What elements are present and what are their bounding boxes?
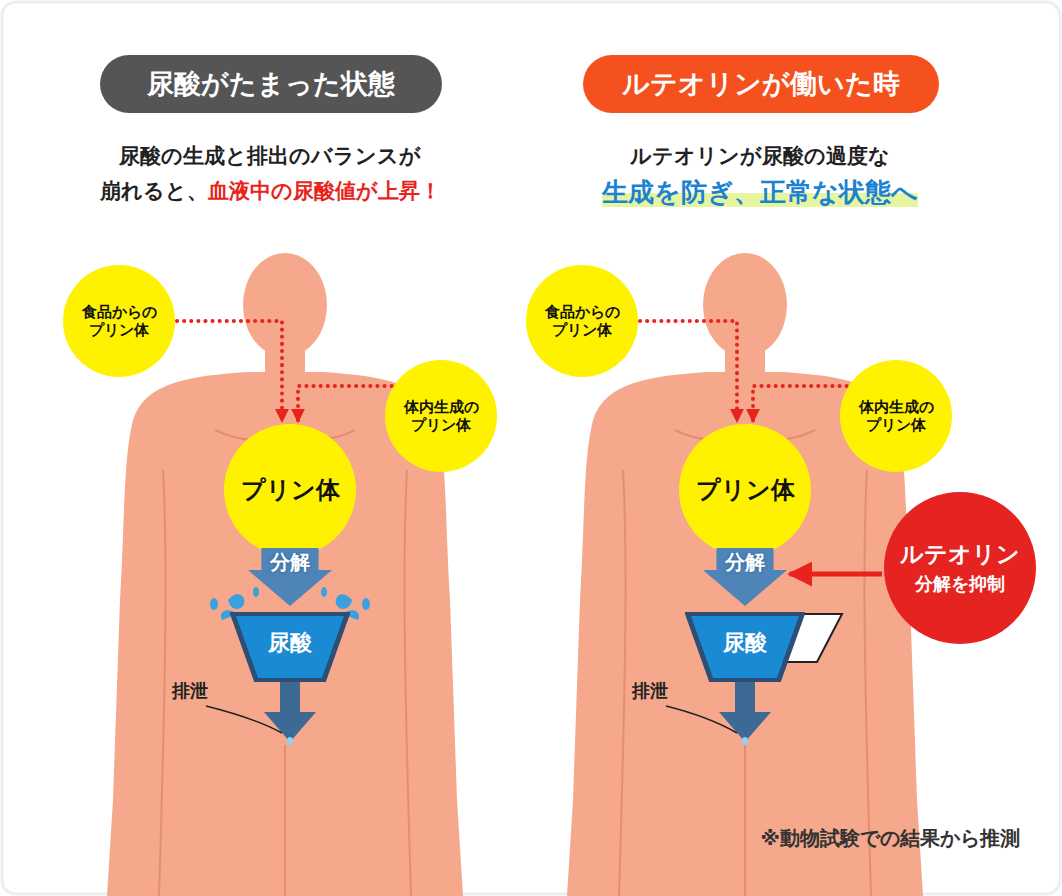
inhibit-arrow: [790, 572, 882, 577]
node-title: ルテオリンが働いた時: [622, 68, 900, 100]
drop: [742, 737, 748, 745]
dotted-arrow: [298, 386, 392, 422]
node-title: 食品からの プリン体: [79, 303, 159, 339]
text-line: 尿酸の生成と排出のバランスが: [60, 143, 480, 169]
node-title: 分解: [725, 550, 765, 574]
node-title: 分解: [270, 550, 310, 574]
text-line: 排泄: [632, 680, 692, 703]
source-circle: 食品からの プリン体: [63, 265, 175, 377]
node-title: 尿酸: [723, 630, 767, 656]
text-line: ルテオリンが尿酸の過度な: [540, 143, 980, 169]
header-pill: 尿酸がたまった状態: [100, 55, 442, 113]
source-circle: 食品からの プリン体: [526, 265, 638, 377]
uric-acid-funnel: 尿酸: [230, 612, 350, 682]
node-title: 尿酸がたまった状態: [147, 68, 395, 100]
text-line: 排泄: [172, 680, 232, 703]
uric-acid-funnel: 尿酸: [685, 612, 805, 682]
leader-line: [206, 706, 282, 733]
label: ルテオリンが尿酸の過度な: [630, 144, 890, 168]
text-line: 生成を防ぎ、正常な状態へ: [520, 176, 1000, 209]
source-circle: 体内生成の プリン体: [840, 360, 952, 472]
luteolin-circle: ルテオリン分解を抑制: [884, 492, 1036, 644]
label: 排泄: [632, 680, 668, 701]
node-title: 食品からの プリン体: [542, 303, 622, 339]
caption: ※動物試験での結果から推測: [600, 826, 1020, 851]
node-title: 尿酸: [268, 630, 312, 656]
node-title: 体内生成の プリン体: [401, 398, 481, 434]
purine-circle: プリン体: [224, 424, 356, 556]
drop: [287, 737, 293, 745]
node-body: 分解を抑制: [915, 573, 1005, 595]
label: 崩れると、: [100, 179, 208, 203]
label: 尿酸の生成と排出のバランスが: [119, 144, 421, 168]
label: 生成を防ぎ、正常な状態へ: [602, 177, 918, 207]
dotted-arrow: [640, 321, 737, 422]
source-circle: 体内生成の プリン体: [385, 360, 497, 472]
text-line: 崩れると、血液中の尿酸値が上昇！: [40, 178, 500, 204]
label: 血液中の尿酸値が上昇！: [208, 179, 441, 203]
leader-line: [666, 706, 737, 733]
node-title: ルテオリン: [900, 541, 1020, 569]
excretion-arrow: [264, 680, 771, 742]
node-title: プリン体: [696, 476, 795, 505]
label: 排泄: [172, 680, 208, 701]
node-title: 体内生成の プリン体: [856, 398, 936, 434]
decompose-arrow: 分解: [248, 548, 332, 606]
header-pill: ルテオリンが働いた時: [583, 55, 939, 113]
dotted-arrow: [753, 386, 847, 422]
purine-circle: プリン体: [679, 424, 811, 556]
node-title: プリン体: [241, 476, 340, 505]
decompose-arrow: 分解: [703, 548, 787, 606]
dotted-arrow: [177, 321, 282, 422]
